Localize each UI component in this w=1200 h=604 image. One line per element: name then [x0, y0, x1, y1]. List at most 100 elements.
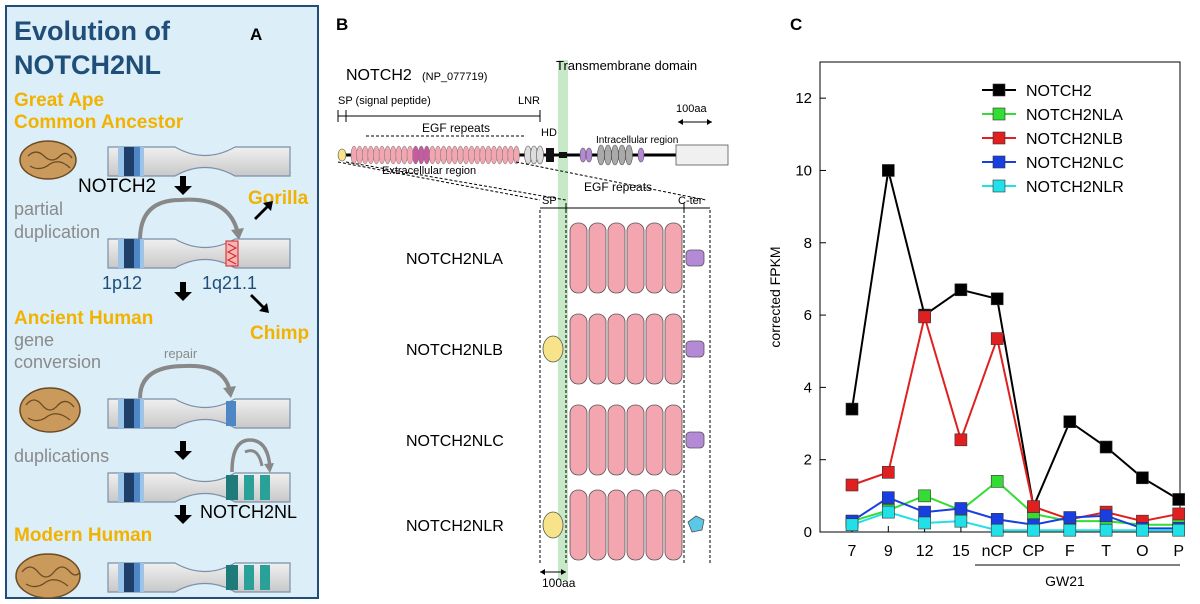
egf-repeat-segment [350, 145, 358, 165]
egf-repeat-segment [429, 145, 436, 165]
label-gene: gene [14, 330, 54, 350]
arrow-down-icon [174, 441, 192, 460]
arrow-chimp-icon [250, 294, 269, 313]
legend-marker [992, 131, 1006, 145]
lnr-label: LNR [518, 95, 540, 107]
legend-marker [992, 83, 1006, 97]
notch2-protein-track [337, 144, 729, 166]
data-point [1063, 511, 1077, 524]
data-point [1172, 507, 1186, 521]
scale-bottom-label: 100aa [542, 576, 576, 590]
egf-repeat-segment [434, 145, 442, 165]
data-point [1136, 471, 1149, 485]
panel-b-letter: B [336, 15, 348, 34]
chart-legend: NOTCH2NOTCH2NLANOTCH2NLBNOTCH2NLCNOTCH2N… [982, 83, 1124, 196]
egf-repeat [645, 313, 664, 385]
y-tick-label: 0 [804, 524, 812, 541]
egf-repeat [626, 313, 645, 385]
cter-domain [685, 249, 705, 267]
data-point [1099, 523, 1113, 537]
chromosome-duplicated [107, 238, 291, 269]
notch2-title: NOTCH2 [346, 67, 412, 84]
egf-repeat-segment [468, 145, 475, 165]
arrow-gorilla-icon [254, 201, 273, 220]
egf-repeat-segment [423, 145, 431, 165]
duplication-loop-arrow-2 [244, 449, 264, 467]
panel-a-title-line1: Evolution of [14, 16, 171, 46]
protein-label: NOTCH2NLB [406, 342, 503, 359]
data-point [918, 516, 931, 530]
duplication-loop-arrow [230, 438, 272, 473]
data-point [1099, 509, 1113, 523]
data-point [882, 491, 895, 504]
egf-repeat-segment [457, 145, 464, 165]
x-tick-label: P [1173, 543, 1184, 560]
egf-repeat-segment [473, 145, 481, 165]
legend-marker [992, 155, 1006, 169]
protein-label: NOTCH2NLC [406, 433, 504, 450]
egf-repeat [607, 489, 626, 561]
panel-a-title-line2: NOTCH2NL [14, 50, 161, 80]
egf-repeat [588, 404, 607, 476]
y-tick-label: 8 [804, 235, 812, 252]
x-tick-label: CP [1022, 543, 1044, 560]
label-repair: repair [164, 346, 198, 361]
egf-repeat-segment [451, 145, 459, 165]
scale-top-label: 100aa [676, 103, 707, 115]
x-tick-label: 12 [916, 543, 934, 560]
egf-repeat-segment [406, 145, 414, 165]
legend-label: NOTCH2NLA [1026, 107, 1123, 124]
signal-peptide-domain [542, 511, 564, 539]
y-tick-label: 12 [795, 90, 812, 107]
egf-repeat-segment [389, 145, 397, 165]
series-line [851, 312, 1179, 523]
protein-row-notch2nla: NOTCH2NLA [406, 222, 705, 294]
protein-row-notch2nlb: NOTCH2NLB [406, 313, 705, 385]
stage-great-ape-line2: Common Ancestor [14, 112, 184, 133]
locus-1p12: 1p12 [102, 273, 142, 293]
x-tick-label: 7 [848, 543, 857, 560]
label-chimp: Chimp [250, 323, 309, 344]
egf-repeat-segment [501, 145, 509, 165]
egf-repeat [664, 222, 683, 294]
protein-row-notch2nlr: NOTCH2NLR [406, 489, 705, 561]
egf-repeat [664, 404, 683, 476]
data-point [882, 164, 895, 177]
egf-repeat [569, 313, 588, 385]
data-point [845, 518, 859, 532]
cter-domain-r [687, 515, 705, 533]
x-tick-label: 15 [952, 543, 970, 560]
y-tick-label: 10 [795, 162, 812, 179]
egf-repeats-label-top: EGF repeats [422, 121, 490, 135]
egf-repeat-segment [412, 145, 419, 165]
stage-ancient-human: Ancient Human [14, 308, 153, 329]
x-tick-label: 9 [884, 543, 893, 560]
sp-short-label: SP [542, 195, 557, 207]
legend-label: NOTCH2NLC [1026, 155, 1124, 172]
data-point [1027, 523, 1040, 537]
egf-repeat [588, 489, 607, 561]
data-point [918, 489, 931, 503]
label-duplications: duplications [14, 446, 109, 466]
chromosome-ancestor [107, 146, 291, 177]
data-point [1027, 500, 1040, 513]
legend-marker [992, 107, 1006, 121]
panel-a-evolution: Evolution of NOTCH2NL A Great Ape Common… [5, 5, 319, 599]
gene-label-notch2nl: NOTCH2NL [200, 502, 297, 522]
sp-label: SP (signal peptide) [338, 95, 431, 107]
egf-repeat [645, 489, 664, 561]
data-point [954, 502, 968, 515]
repair-arrow [138, 363, 232, 399]
tm-label: Transmembrane domain [556, 58, 697, 73]
duplication-arrow [138, 197, 240, 241]
egf-repeat [588, 313, 607, 385]
egf-repeat-segment [462, 145, 470, 165]
data-point [1136, 523, 1149, 537]
signal-peptide-domain [542, 335, 564, 363]
data-point [918, 505, 931, 519]
data-point [1172, 523, 1186, 537]
x-tick-label: nCP [982, 543, 1013, 560]
egf-repeat-segment [485, 145, 492, 165]
data-point [954, 514, 968, 528]
